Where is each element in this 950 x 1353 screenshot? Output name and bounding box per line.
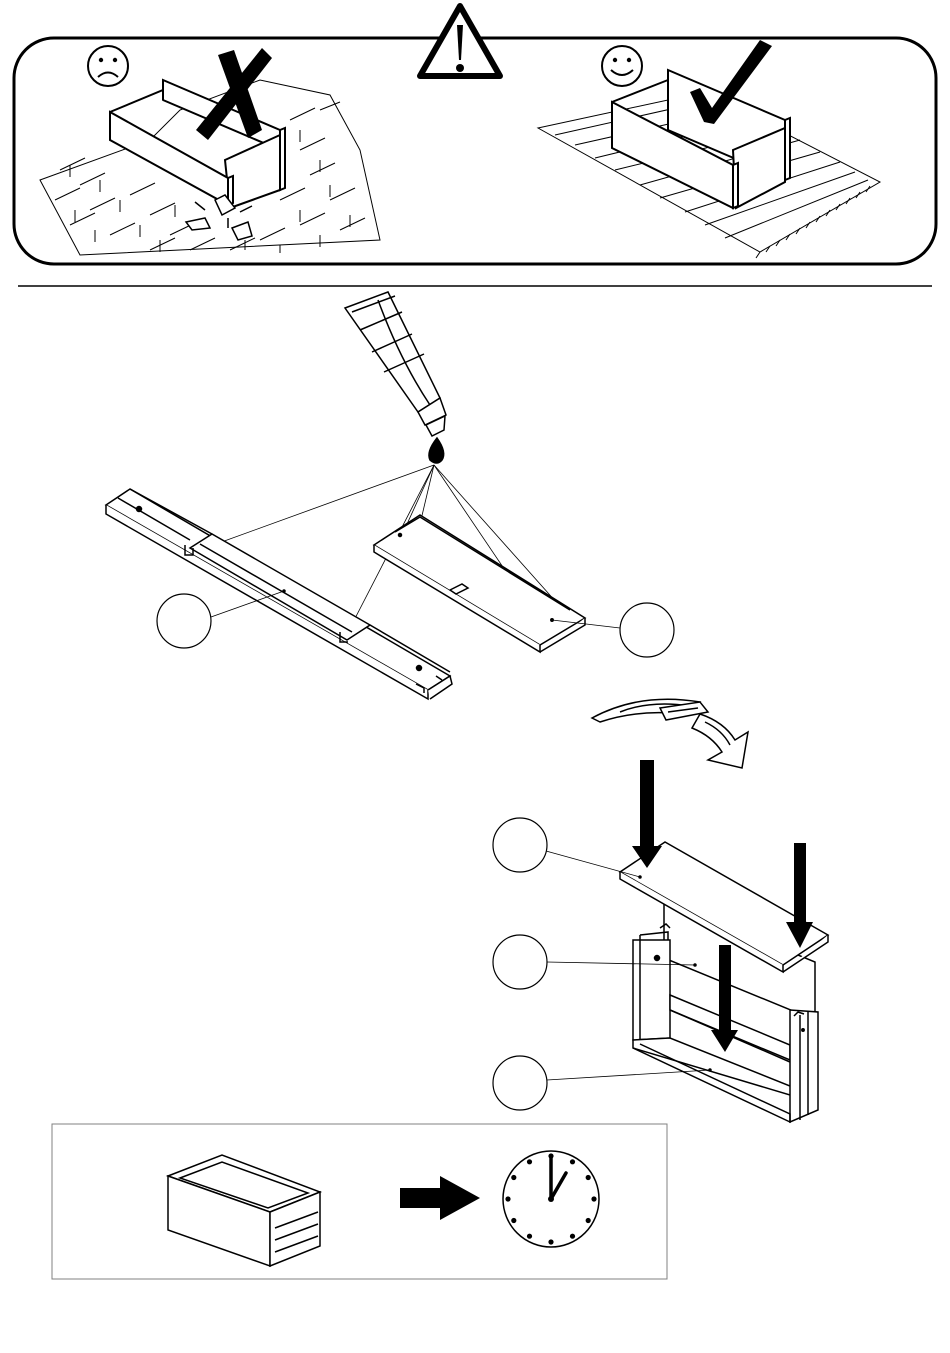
drying-time-box — [52, 1124, 667, 1279]
glue-tube-icon — [345, 292, 446, 463]
down-arrow-icon-1 — [632, 760, 662, 868]
clock-hour-dot — [511, 1218, 516, 1223]
warning-panel — [14, 6, 936, 264]
flip-arrow-icon — [592, 699, 748, 768]
sad-face-icon — [88, 46, 128, 86]
clock-hour-dot — [586, 1175, 591, 1180]
clock-hour-dot — [548, 1239, 553, 1244]
clock-hour-dot — [505, 1196, 510, 1201]
clock-hour-dot — [511, 1175, 516, 1180]
clock-hour-dot — [591, 1196, 596, 1201]
drawer-side-rail — [106, 489, 452, 699]
clock-hour-dot — [527, 1234, 532, 1239]
happy-face-icon — [602, 46, 642, 86]
clock-icon — [503, 1151, 599, 1247]
callout-frame — [493, 1056, 710, 1110]
drawer-back-panel — [374, 515, 585, 652]
clock-hour-dot — [570, 1159, 575, 1164]
clock-hour-dot — [527, 1159, 532, 1164]
clock-hour-dot — [570, 1234, 575, 1239]
callout-top-panel — [493, 818, 640, 877]
clock-hour-dot — [586, 1218, 591, 1223]
